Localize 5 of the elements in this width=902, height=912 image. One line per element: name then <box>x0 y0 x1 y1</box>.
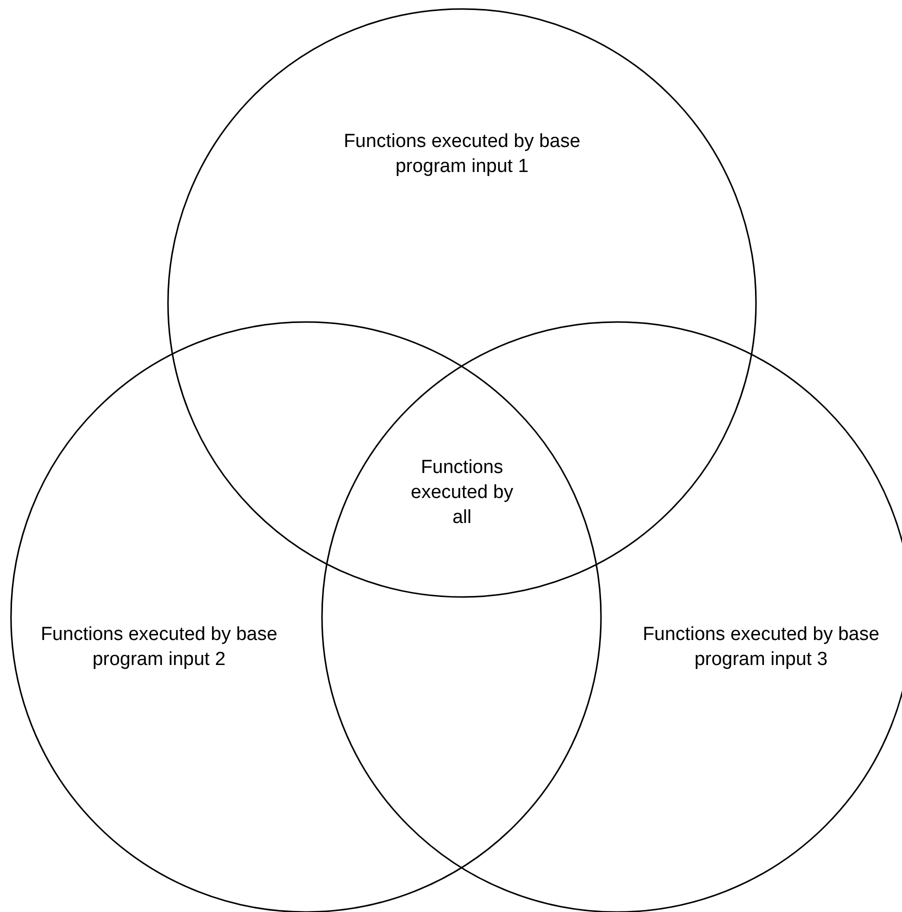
overlap-label: Functions executed by all <box>410 456 514 530</box>
circle-label: Functions executed by base program input 2 <box>40 623 278 672</box>
circle-label: Functions executed by base program input 1 <box>342 130 582 179</box>
circle-label: Functions executed by base program input 3 <box>642 623 880 672</box>
venn-circle <box>167 8 757 598</box>
